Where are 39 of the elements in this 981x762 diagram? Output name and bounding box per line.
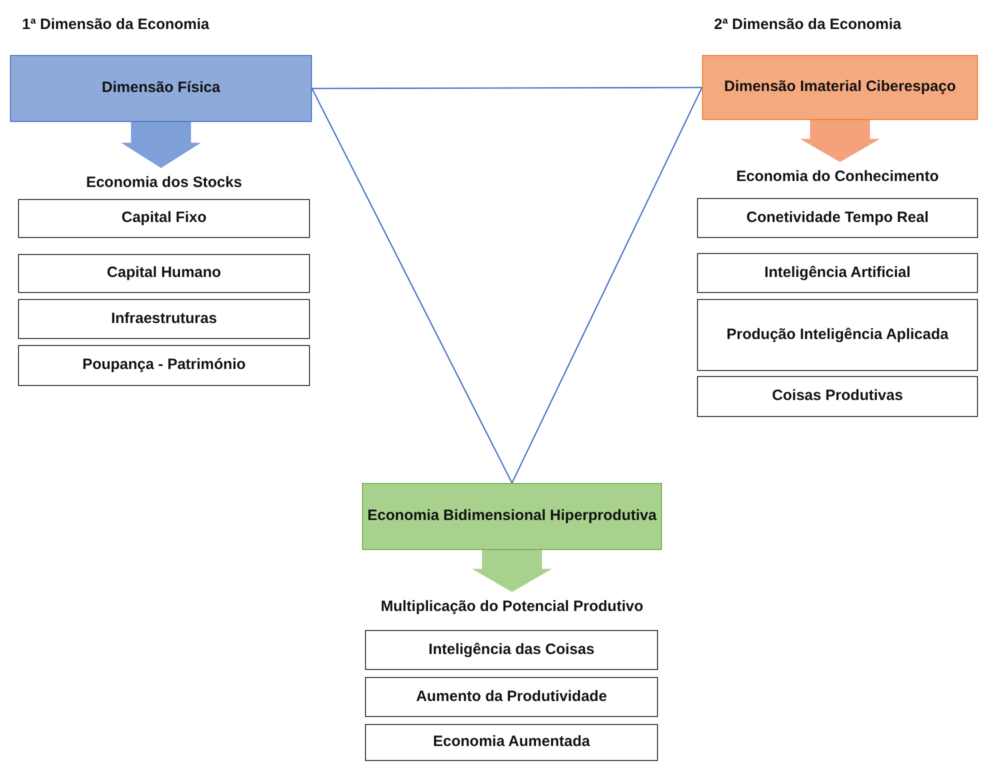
node-label: Infraestruturas (111, 308, 217, 329)
node-label: Inteligência das Coisas (428, 640, 594, 660)
item-box (365, 677, 658, 717)
dimension-title: 1ª Dimensão da Economia (22, 16, 210, 33)
block-arrow (472, 550, 552, 592)
dimension-box (10, 55, 312, 122)
node-label: Dimensão Física (102, 78, 220, 98)
item-box (18, 199, 310, 238)
item-box (365, 724, 658, 761)
block-arrow (121, 122, 201, 168)
connector-line (312, 86, 702, 90)
dimension-box (702, 55, 978, 120)
item-box (365, 630, 658, 670)
section-heading: Economia dos Stocks (86, 172, 242, 193)
connector-line (511, 87, 703, 484)
node-label: Inteligência Artificial (764, 262, 911, 283)
item-box (18, 254, 310, 293)
item-box (697, 376, 978, 417)
dimension-box (362, 483, 662, 550)
item-box (18, 345, 310, 386)
item-box (18, 299, 310, 339)
section-heading: Multiplicação do Potencial Produtivo (380, 596, 644, 617)
section-heading: Economia do Conhecimento (736, 166, 939, 187)
block-arrow (800, 120, 880, 162)
node-label: Capital Fixo (121, 208, 206, 228)
item-box (697, 198, 978, 238)
node-label: Poupança - Património (82, 355, 246, 376)
node-label: Capital Humano (106, 263, 222, 284)
item-box (697, 253, 978, 293)
node-label: Economia Aumentada (433, 732, 590, 752)
node-label: Conetividade Tempo Real (746, 208, 929, 228)
item-box (697, 299, 978, 371)
node-label: Produção Inteligência Aplicada (726, 324, 948, 345)
node-label: Economia Bidimensional Hiperprodutiva (367, 506, 657, 526)
node-label: Coisas Produtivas (772, 386, 903, 406)
dimension-title: 2ª Dimensão da Economia (714, 16, 902, 33)
connector-line (311, 88, 513, 484)
node-label: Dimensão Imaterial Ciberespaço (724, 77, 956, 98)
node-label: Aumento da Produtividade (416, 686, 607, 707)
